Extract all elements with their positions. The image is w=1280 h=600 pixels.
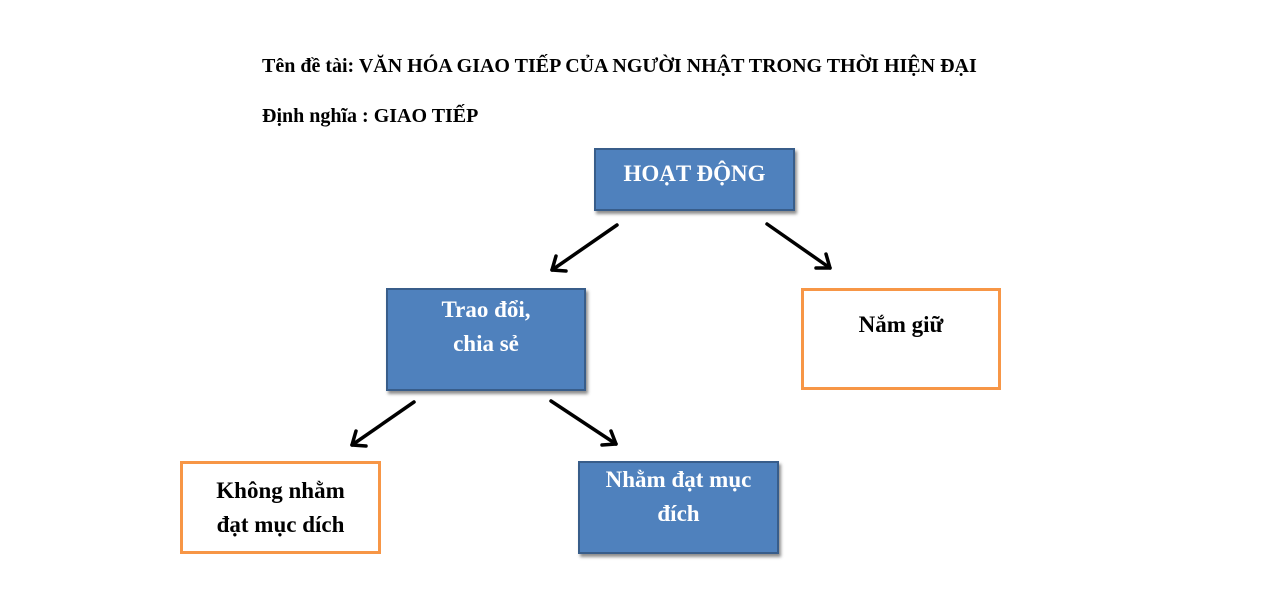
topic-title: Tên đề tài: VĂN HÓA GIAO TIẾP CỦA NGƯỜI … xyxy=(262,55,977,77)
node-nam-giu-label: Nắm giữ xyxy=(858,312,944,337)
arrow-trao-doi-to-nham-dat xyxy=(549,399,618,447)
node-trao-doi-chia-se: Trao đổi, chia sẻ xyxy=(386,288,586,391)
node-hoat-dong-label: HOẠT ĐỘNG xyxy=(623,160,766,186)
node-trao-doi-label-line-2: chia sẻ xyxy=(453,330,519,356)
node-trao-doi-label-line-1: Trao đổi, xyxy=(441,296,531,322)
node-hoat-dong: HOẠT ĐỘNG xyxy=(594,148,795,211)
definition-label: Định nghĩa : GIAO TIẾP xyxy=(262,105,479,127)
arrow-hoat-dong-to-nam-giu xyxy=(765,222,832,270)
node-nham-dat-muc-dich: Nhằm đạt mục đích xyxy=(578,461,779,554)
arrow-trao-doi-to-khong-nham xyxy=(350,400,416,448)
node-nham-dat-label-line-2: đích xyxy=(657,500,700,526)
node-nam-giu: Nắm giữ xyxy=(801,288,1001,390)
node-khong-nham-label-line-1: Không nhằm xyxy=(216,477,345,503)
node-khong-nham-label-line-2: đạt mục dích xyxy=(216,511,345,537)
arrow-hoat-dong-to-trao-doi xyxy=(550,223,619,273)
node-nham-dat-label-line-1: Nhằm đạt mục xyxy=(605,466,752,492)
node-khong-nham-dat-muc-dich: Không nhằm đạt mục dích xyxy=(180,461,381,554)
